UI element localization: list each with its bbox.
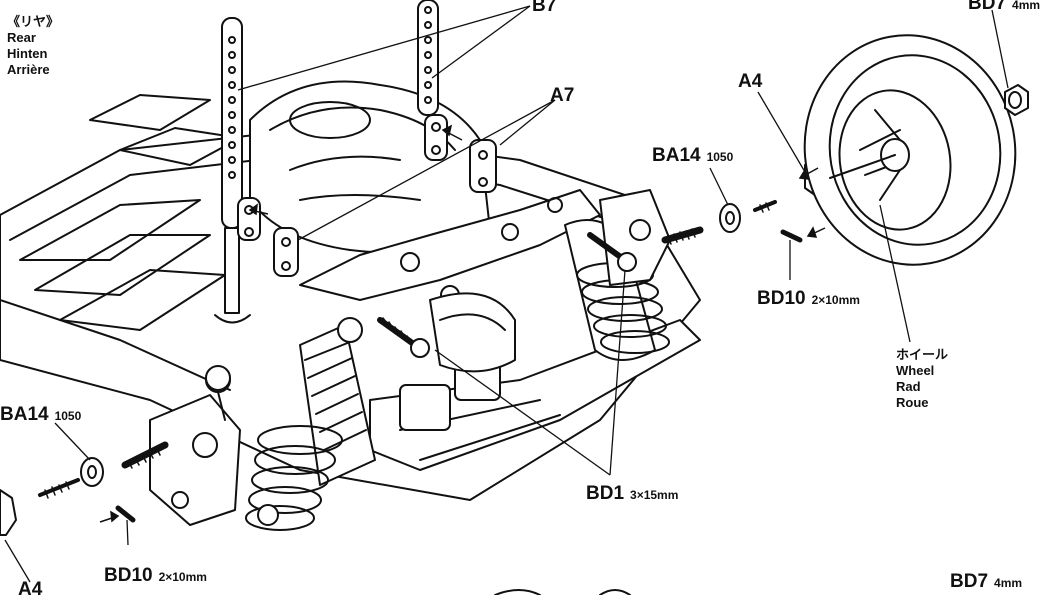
- label-a4-left: A4: [18, 579, 43, 600]
- insertion-arrows: [99, 124, 826, 523]
- rear-ball-end: [205, 365, 231, 391]
- wheel-hub-a4-left: [0, 489, 17, 536]
- label-bd10-right-size: 2×10mm: [811, 293, 860, 307]
- label-bd1: BD1 3×15mm: [586, 484, 678, 503]
- gearbox-housing: [249, 80, 491, 254]
- wheel-label-en: Wheel: [896, 363, 935, 378]
- rear-label: 《リヤ》 Rear Hinten Arrière: [7, 14, 59, 78]
- label-ba14-right: BA14 1050: [652, 146, 733, 165]
- body-post-left: [214, 17, 251, 324]
- label-bd7-bottom: BD7 4mm: [950, 572, 1022, 591]
- left-axle: [121, 441, 169, 469]
- label-bd10-right: BD10 2×10mm: [757, 289, 860, 308]
- differential: [429, 292, 516, 373]
- wheel-label: ホイール Wheel Rad Roue: [896, 347, 948, 411]
- label-bd10-right-name: BD10: [757, 288, 806, 309]
- suspension-upper-arm: [299, 189, 601, 305]
- label-ba14-right-size: 1050: [706, 150, 734, 164]
- label-bd10-left-size: 2×10mm: [158, 570, 207, 584]
- pin-bd10-left: [115, 505, 136, 523]
- axle-shaft-left: [38, 478, 80, 499]
- label-bd1-name: BD1: [586, 483, 625, 504]
- label-a7: A7: [550, 85, 575, 106]
- rear-label-jp: 《リヤ》: [7, 14, 60, 29]
- ball-bearing-ba14-left: [80, 457, 104, 487]
- leader-lines: [4, 5, 1009, 583]
- label-b7: B7: [532, 0, 557, 16]
- label-ba14-left-name: BA14: [0, 404, 49, 425]
- body-post-right: [417, 0, 439, 116]
- screw-bd1-center: [377, 317, 430, 358]
- label-bd7-top-name: BD7: [968, 0, 1007, 14]
- axle-shaft-right: [753, 200, 777, 213]
- ball-bearing-ba14-right: [719, 203, 741, 233]
- left-shock-absorber: [245, 317, 376, 531]
- pin-bd10-right: [780, 229, 803, 243]
- label-bd10-left-name: BD10: [104, 565, 153, 586]
- rear-label-de: Hinten: [7, 46, 48, 61]
- label-ba14-right-name: BA14: [652, 145, 701, 166]
- wheel-label-jp: ホイール: [896, 347, 949, 362]
- screw-bd1-right: [587, 232, 637, 272]
- label-bd10-left: BD10 2×10mm: [104, 566, 207, 585]
- body-mount-a7-right: [424, 114, 497, 193]
- label-bd7-top-size: 4mm: [1012, 0, 1041, 12]
- label-bd1-size: 3×15mm: [630, 488, 679, 502]
- rear-label-fr: Arrière: [7, 62, 50, 77]
- label-bd7-top: BD7 4mm: [968, 0, 1040, 13]
- label-a4-right: A4: [738, 71, 763, 92]
- wheel-label-fr: Roue: [896, 395, 929, 410]
- label-ba14-left: BA14 1050: [0, 405, 81, 424]
- wheel-label-de: Rad: [896, 379, 921, 394]
- label-bd7-bottom-name: BD7: [950, 571, 989, 592]
- wheel-nut-bd7-top: [1004, 84, 1029, 116]
- rear-label-en: Rear: [7, 30, 36, 45]
- label-bd7-bottom-size: 4mm: [994, 576, 1023, 590]
- wheel: [803, 34, 1017, 266]
- label-ba14-left-size: 1050: [54, 409, 82, 423]
- right-axle: [661, 226, 704, 245]
